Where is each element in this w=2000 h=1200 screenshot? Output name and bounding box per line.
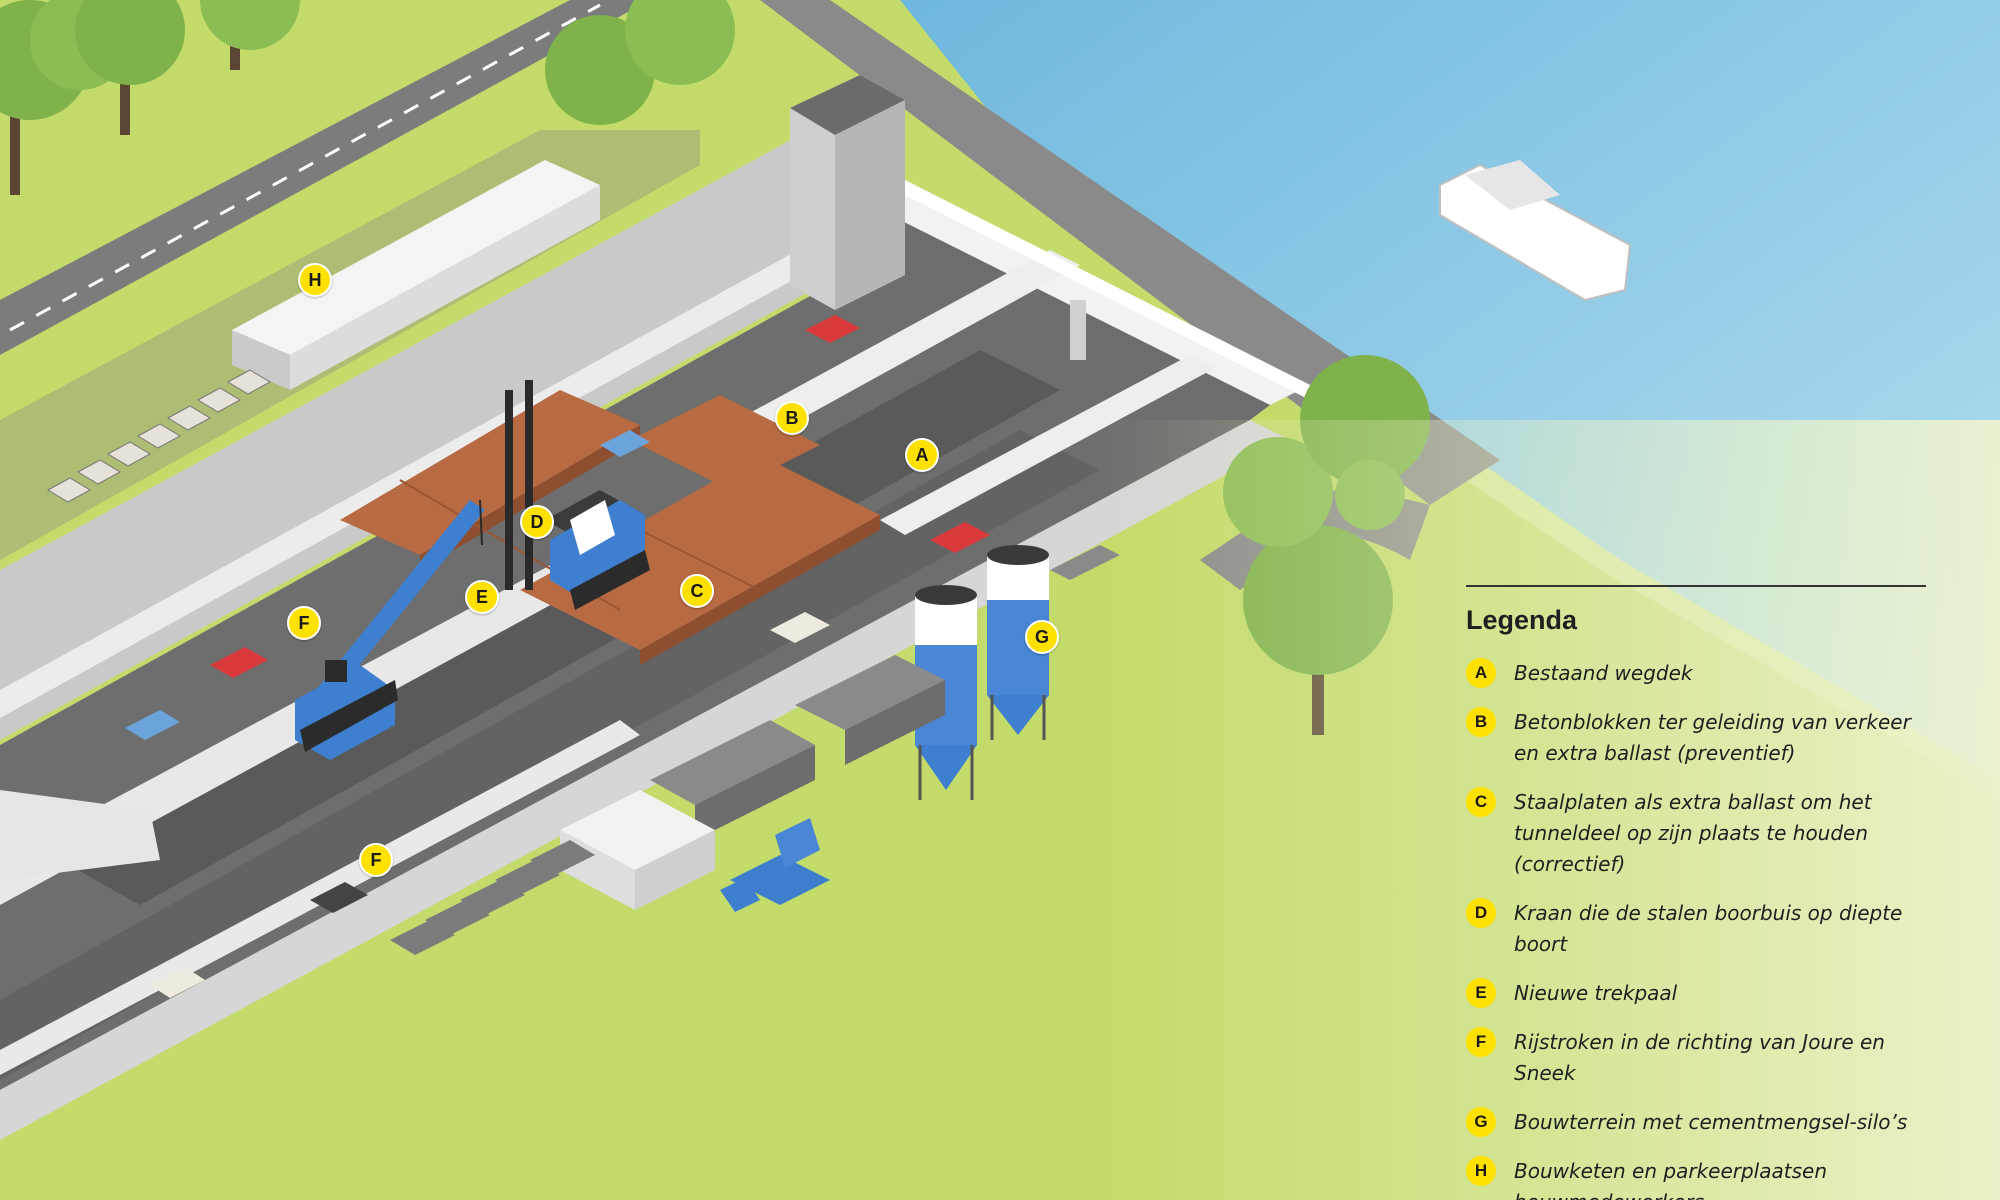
legend-key: H bbox=[1466, 1156, 1496, 1186]
legend-item: D Kraan die de stalen boorbuis op diepte… bbox=[1466, 898, 1926, 960]
legend-rule bbox=[1466, 585, 1926, 587]
legend-key: A bbox=[1466, 658, 1496, 688]
crane-d bbox=[505, 380, 650, 610]
legend-text: Staalplaten als extra ballast om het tun… bbox=[1514, 790, 1872, 876]
marker-f-lower: F bbox=[359, 843, 393, 877]
legend-text: Betonblokken ter geleiding van verkeer e… bbox=[1514, 710, 1911, 765]
marker-g: G bbox=[1025, 620, 1059, 654]
wheel-loader bbox=[720, 818, 830, 912]
legend-key: C bbox=[1466, 787, 1496, 817]
legend-key: G bbox=[1466, 1107, 1496, 1137]
legend-key: E bbox=[1466, 978, 1496, 1008]
legend-item: A Bestaand wegdek bbox=[1466, 658, 1926, 689]
marker-a: A bbox=[905, 438, 939, 472]
marker-h: H bbox=[298, 263, 332, 297]
legend-item: G Bouwterrein met cementmengsel-silo’s bbox=[1466, 1107, 1926, 1138]
legend-text: Bestaand wegdek bbox=[1514, 661, 1693, 685]
legend-text: Nieuwe trekpaal bbox=[1514, 981, 1678, 1005]
skips bbox=[390, 840, 595, 955]
legend-text: Bouwterrein met cementmengsel-silo’s bbox=[1514, 1110, 1908, 1134]
site-office bbox=[232, 160, 600, 390]
legend-key: D bbox=[1466, 898, 1496, 928]
legend-item: B Betonblokken ter geleiding van verkeer… bbox=[1466, 707, 1926, 769]
legend-key: F bbox=[1466, 1027, 1496, 1057]
marker-d: D bbox=[520, 505, 554, 539]
legend-title: Legenda bbox=[1466, 605, 1578, 635]
marker-e: E bbox=[465, 580, 499, 614]
legend-item: C Staalplaten als extra ballast om het t… bbox=[1466, 787, 1926, 880]
legend-item: H Bouwketen en parkeerplaatsen bouwmedew… bbox=[1466, 1156, 1926, 1200]
legend-text: Rijstroken in de richting van Joure en S… bbox=[1514, 1030, 1885, 1085]
legend-item: F Rijstroken in de richting van Joure en… bbox=[1466, 1027, 1926, 1089]
parked-cars bbox=[46, 369, 272, 503]
legend-text: Kraan die de stalen boorbuis op diepte b… bbox=[1514, 901, 1903, 956]
boat bbox=[1439, 160, 1632, 302]
crawler-crane bbox=[295, 499, 485, 760]
top-road bbox=[0, 0, 650, 355]
legend-text: Bouwketen en parkeerplaatsen bouwmedewer… bbox=[1514, 1159, 1827, 1200]
traffic-cars bbox=[125, 315, 990, 998]
marker-b: B bbox=[775, 401, 809, 435]
marker-c: C bbox=[680, 574, 714, 608]
site-containers bbox=[560, 545, 1120, 910]
tunnel-wall-right bbox=[870, 180, 1310, 405]
legend: Legenda A Bestaand wegdek B Betonblokken… bbox=[1466, 585, 1926, 1200]
legend-key: B bbox=[1466, 707, 1496, 737]
marker-f-upper: F bbox=[287, 606, 321, 640]
legend-item: E Nieuwe trekpaal bbox=[1466, 978, 1926, 1009]
